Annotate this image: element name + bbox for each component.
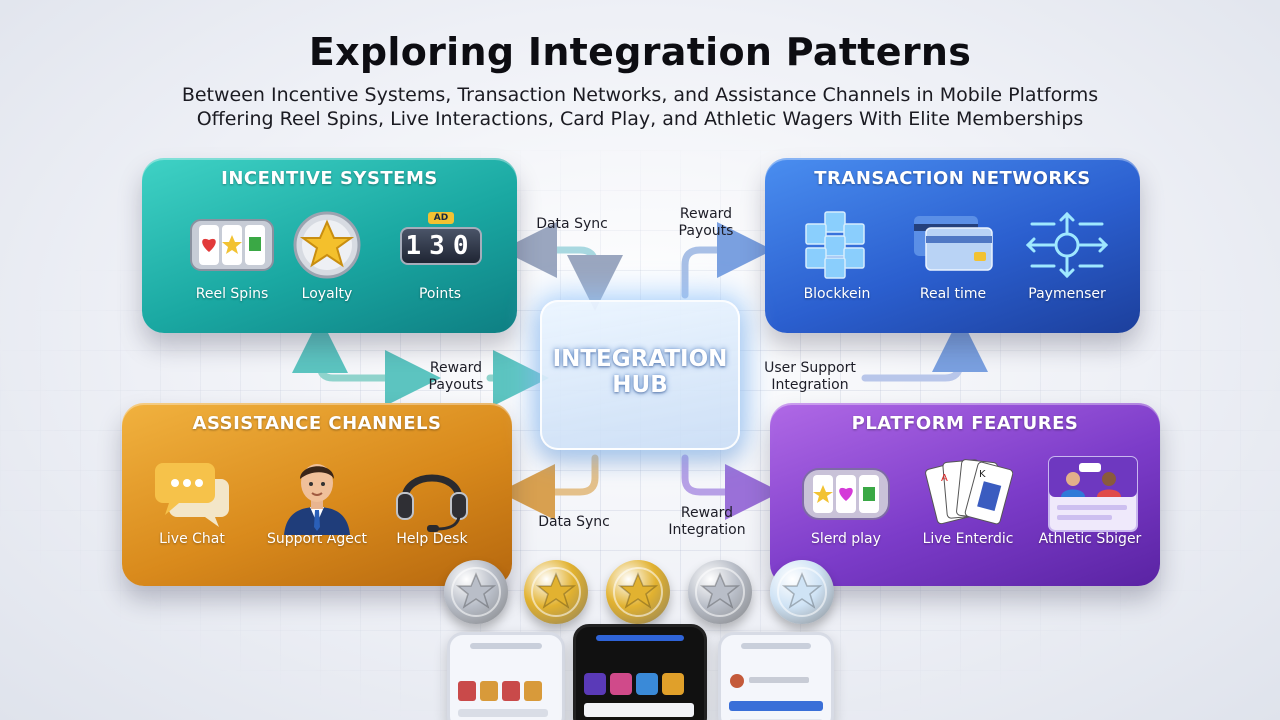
blockchain-cubes-icon	[792, 210, 882, 280]
item-label: Live Chat	[159, 531, 225, 547]
panel-incentive-systems: INCENTIVE SYSTEMS Reel Spins Loyalty	[142, 158, 517, 333]
phone-mockup-left	[447, 632, 565, 720]
item-label: Live Enterdic	[922, 531, 1014, 547]
panel-title: INCENTIVE SYSTEMS	[221, 168, 438, 189]
item-paymenser: Paymenser	[1007, 210, 1127, 302]
subtitle-line-2: Offering Reel Spins, Live Interactions, …	[196, 108, 1084, 130]
item-label: Blockkein	[803, 286, 871, 302]
flow-label-user-support: User Support Integration	[764, 360, 856, 393]
gold-coin	[524, 560, 588, 624]
gold-coin	[606, 560, 670, 624]
item-label: Points	[418, 286, 462, 302]
item-points: AD 130 Points	[380, 210, 500, 302]
item-blockkein: Blockkein	[777, 210, 897, 302]
item-live-enterdic: A K Live Enterdic	[908, 455, 1028, 547]
panel-transaction-networks: TRANSACTION NETWORKS Blockkein	[765, 158, 1140, 333]
item-label: Loyalty	[301, 286, 353, 302]
panel-assistance-channels: ASSISTANCE CHANNELS Live Chat Suppor	[122, 403, 512, 586]
live-video-icon	[1045, 455, 1138, 532]
phone-mockup-right	[718, 632, 834, 720]
subtitle-line-1: Between Incentive Systems, Transaction N…	[181, 84, 1099, 106]
platinum-coin	[770, 560, 834, 624]
chat-bubbles-icon	[147, 455, 237, 527]
payment-arrows-icon	[1022, 210, 1112, 280]
silver-coin	[444, 560, 508, 624]
flow-label-data-sync-bottom: Data Sync	[538, 514, 610, 530]
item-live-chat: Live Chat	[132, 455, 252, 547]
item-support-agect: Support Agect	[257, 455, 377, 547]
flow-label-data-sync-top: Data Sync	[536, 216, 608, 232]
item-label: Real time	[919, 286, 987, 302]
item-loyalty: Loyalty	[267, 210, 387, 302]
page-title: Exploring Integration Patterns	[308, 30, 972, 74]
item-real-time: Real time	[893, 210, 1013, 302]
flow-label-reward-payouts-top: Reward Payouts	[678, 206, 734, 239]
silver-coin	[688, 560, 752, 624]
panel-title: TRANSACTION NETWORKS	[814, 168, 1091, 189]
svg-text:A: A	[941, 473, 948, 484]
credit-cards-icon	[908, 210, 998, 280]
item-reel-spins: Reel Spins	[172, 210, 292, 302]
flow-label-reward-payouts-mid: Reward Payouts	[428, 360, 484, 393]
svg-text:K: K	[979, 469, 986, 480]
item-athletic-sbiger: Athletic Sbiger	[1030, 455, 1150, 547]
panel-title: PLATFORM FEATURES	[851, 413, 1079, 434]
counter-tag: AD	[428, 212, 454, 224]
counter-display: 130	[400, 227, 482, 265]
item-label: Paymenser	[1028, 286, 1106, 302]
panel-platform-features: PLATFORM FEATURES Slerd play	[770, 403, 1160, 586]
item-label: Support Agect	[266, 531, 368, 547]
playing-cards-icon: A K	[923, 455, 1014, 525]
star-badge-icon	[282, 210, 372, 280]
item-help-desk: Help Desk	[372, 455, 492, 547]
item-label: Reel Spins	[195, 286, 269, 302]
agent-avatar-icon	[272, 455, 362, 535]
item-label: Athletic Sbiger	[1038, 531, 1142, 547]
slot-reels-icon	[187, 210, 277, 280]
panel-title: ASSISTANCE CHANNELS	[192, 413, 442, 434]
item-label: Slerd play	[811, 531, 881, 547]
integration-hub: INTEGRATION HUB	[540, 300, 740, 450]
hub-label: INTEGRATION HUB	[552, 346, 728, 398]
phone-mockup-center	[573, 624, 707, 720]
item-slerd-play: Slerd play	[786, 455, 906, 547]
points-counter-icon: AD 130	[395, 210, 485, 280]
slot-machine-icon	[801, 455, 891, 525]
flow-label-reward-integration: Reward Integration	[668, 505, 746, 538]
headset-icon	[387, 455, 477, 532]
item-label: Help Desk	[396, 531, 468, 547]
